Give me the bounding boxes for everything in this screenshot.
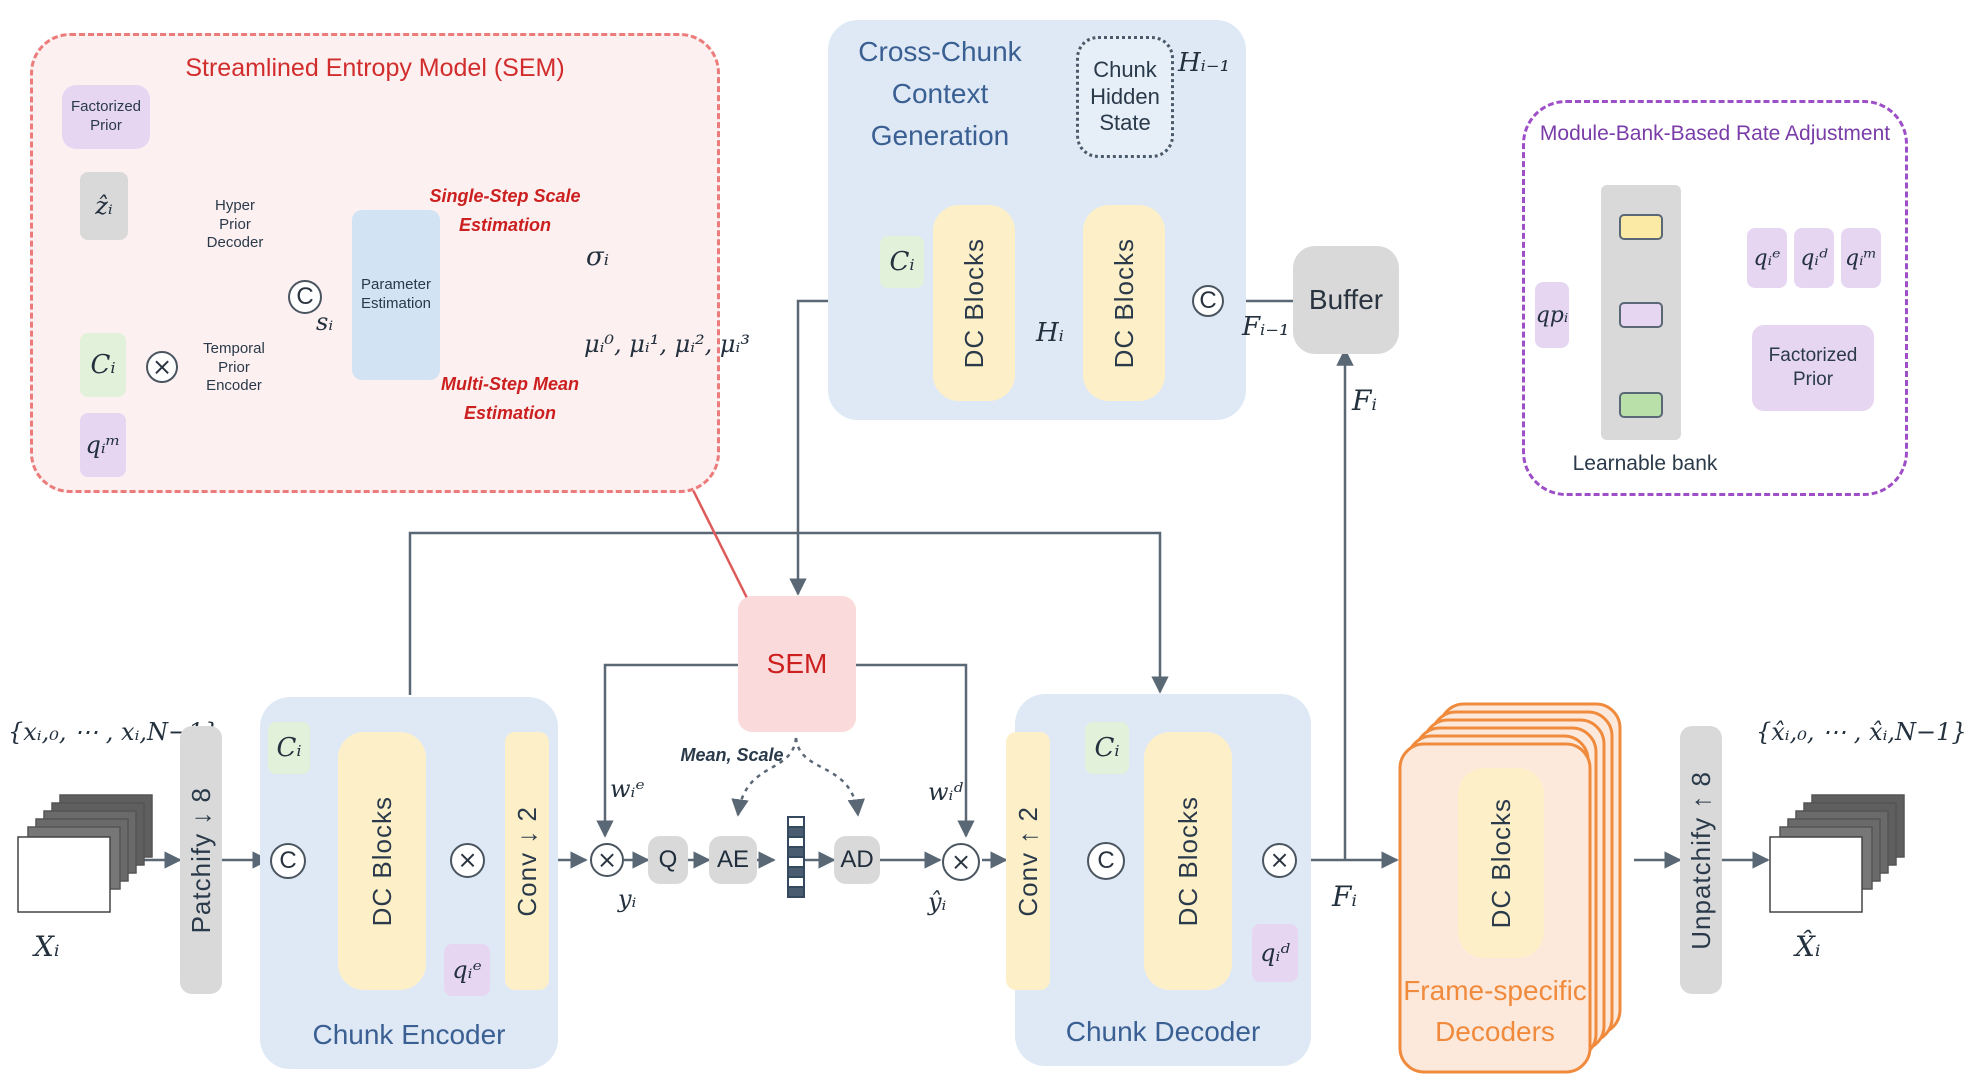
rate-qd-label: qᵢᵈ — [1794, 228, 1834, 288]
buffer-f-label: Fᵢ — [1352, 384, 1378, 417]
qp-label: qpᵢ — [1535, 282, 1569, 348]
rate-qm-label: qᵢᵐ — [1841, 228, 1881, 288]
decoder-qd-label: qᵢᵈ — [1252, 924, 1298, 982]
sem-multiply-icon: ⨯ — [146, 351, 178, 383]
sem-box-title: Streamlined Entropy Model (SEM) — [185, 53, 565, 82]
decoder-dc-blocks: DC Blocks — [1144, 732, 1232, 990]
output-x-label: X̂ᵢ — [1795, 930, 1821, 963]
encoder-concat-icon: C — [270, 843, 306, 879]
unpatchify-block: Unpatchify ↑ 8 — [1680, 726, 1722, 994]
sem-c-label: Cᵢ — [80, 333, 126, 397]
multi-step-label: Multi-Step Mean Estimation — [441, 374, 579, 423]
sem-qm-label: qᵢᵐ — [80, 413, 126, 477]
output-frame-set: {x̂ᵢ,₀, ⋯ , x̂ᵢ,N−1} — [1756, 718, 1967, 746]
rate-qe-label: qᵢᵉ — [1747, 228, 1787, 288]
s-label: sᵢ — [316, 308, 334, 336]
input-x-label: Xᵢ — [34, 930, 60, 963]
factorized-prior: Factorized Prior — [62, 85, 150, 149]
decoder-f-label: Fᵢ — [1332, 880, 1358, 913]
hyper-prior-decoder: Hyper Prior Decoder — [206, 196, 264, 252]
diagram-canvas: Streamlined Entropy Model (SEM) Factoriz… — [8, 20, 1967, 1074]
context-concat-icon: C — [1192, 285, 1224, 317]
f-prev-label: Fᵢ₋₁ — [1242, 312, 1290, 342]
learnable-bank-label: Learnable bank — [1572, 452, 1718, 475]
encoder-qe-label: qᵢᵉ — [444, 944, 490, 996]
parameter-estimation: Parameter Estimation — [352, 210, 440, 380]
sem-concat-icon: C — [288, 280, 322, 314]
frame-decoders-label: Frame-specific Decoders — [1403, 975, 1587, 1047]
patchify-block: Patchify ↓ 8 — [180, 726, 222, 994]
mu-label: μᵢ⁰, μᵢ¹, μᵢ², μᵢ³ — [584, 330, 750, 358]
rate-factorized-prior: Factorized Prior — [1752, 325, 1874, 411]
bank-module-bottom — [1619, 392, 1663, 418]
quantizer-block: Q — [648, 836, 688, 884]
z-hat-label: ẑᵢ — [80, 172, 128, 240]
sigma-label: σᵢ — [586, 242, 609, 272]
single-step-label: Single-Step Scale Estimation — [429, 186, 581, 235]
encoder-conv-down: Conv ↓ 2 — [505, 732, 549, 990]
arithmetic-encoder-block: AE — [709, 836, 757, 884]
bank-module-top — [1619, 214, 1663, 240]
weight-multiply-encoder-icon: ⨯ — [590, 843, 624, 877]
decoder-c-label: Cᵢ — [1085, 722, 1129, 774]
context-dc-blocks-left: DC Blocks — [933, 205, 1015, 401]
decoder-multiply-icon: ⨯ — [1262, 843, 1297, 878]
encoder-dc-blocks: DC Blocks — [338, 732, 426, 990]
decoder-concat-icon: C — [1087, 842, 1125, 880]
w-d-label: wᵢᵈ — [928, 778, 963, 806]
bank-module-selected — [1619, 302, 1663, 328]
rate-adjustment-title: Module-Bank-Based Rate Adjustment — [1539, 122, 1891, 145]
y-hat-label: ŷᵢ — [928, 888, 947, 916]
encoder-c-label: Cᵢ — [268, 722, 310, 774]
frame-decoder-dc-blocks: DC Blocks — [1458, 768, 1544, 958]
y-label: yᵢ — [618, 885, 637, 913]
sem-block: SEM — [738, 596, 856, 732]
temporal-prior-encoder: Temporal Prior Encoder — [203, 339, 265, 395]
context-dc-blocks-right: DC Blocks — [1083, 205, 1165, 401]
chunk-hidden-state: Chunk Hidden State — [1076, 36, 1174, 158]
h-label: Hᵢ — [1036, 318, 1064, 348]
h-prev-label: Hᵢ₋₁ — [1178, 48, 1231, 78]
arithmetic-decoder-block: AD — [834, 836, 880, 884]
chunk-decoder-label: Chunk Decoder — [1065, 1016, 1261, 1047]
mean-scale-label: Mean, Scale — [680, 744, 784, 765]
w-e-label: wᵢᵉ — [610, 775, 645, 803]
chunk-encoder-label: Chunk Encoder — [312, 1019, 506, 1050]
decoder-conv-up: Conv ↑ 2 — [1006, 732, 1050, 990]
weight-multiply-decoder-icon: ⨯ — [942, 843, 980, 881]
encoder-multiply-icon: ⨯ — [450, 843, 485, 878]
rate-adjustment-box — [1522, 100, 1908, 496]
context-c-label: Cᵢ — [880, 236, 924, 288]
buffer-block: Buffer — [1293, 246, 1399, 354]
context-generation-title: Cross-Chunk Context Generation — [858, 36, 1022, 151]
context-generation-box — [828, 20, 1246, 420]
